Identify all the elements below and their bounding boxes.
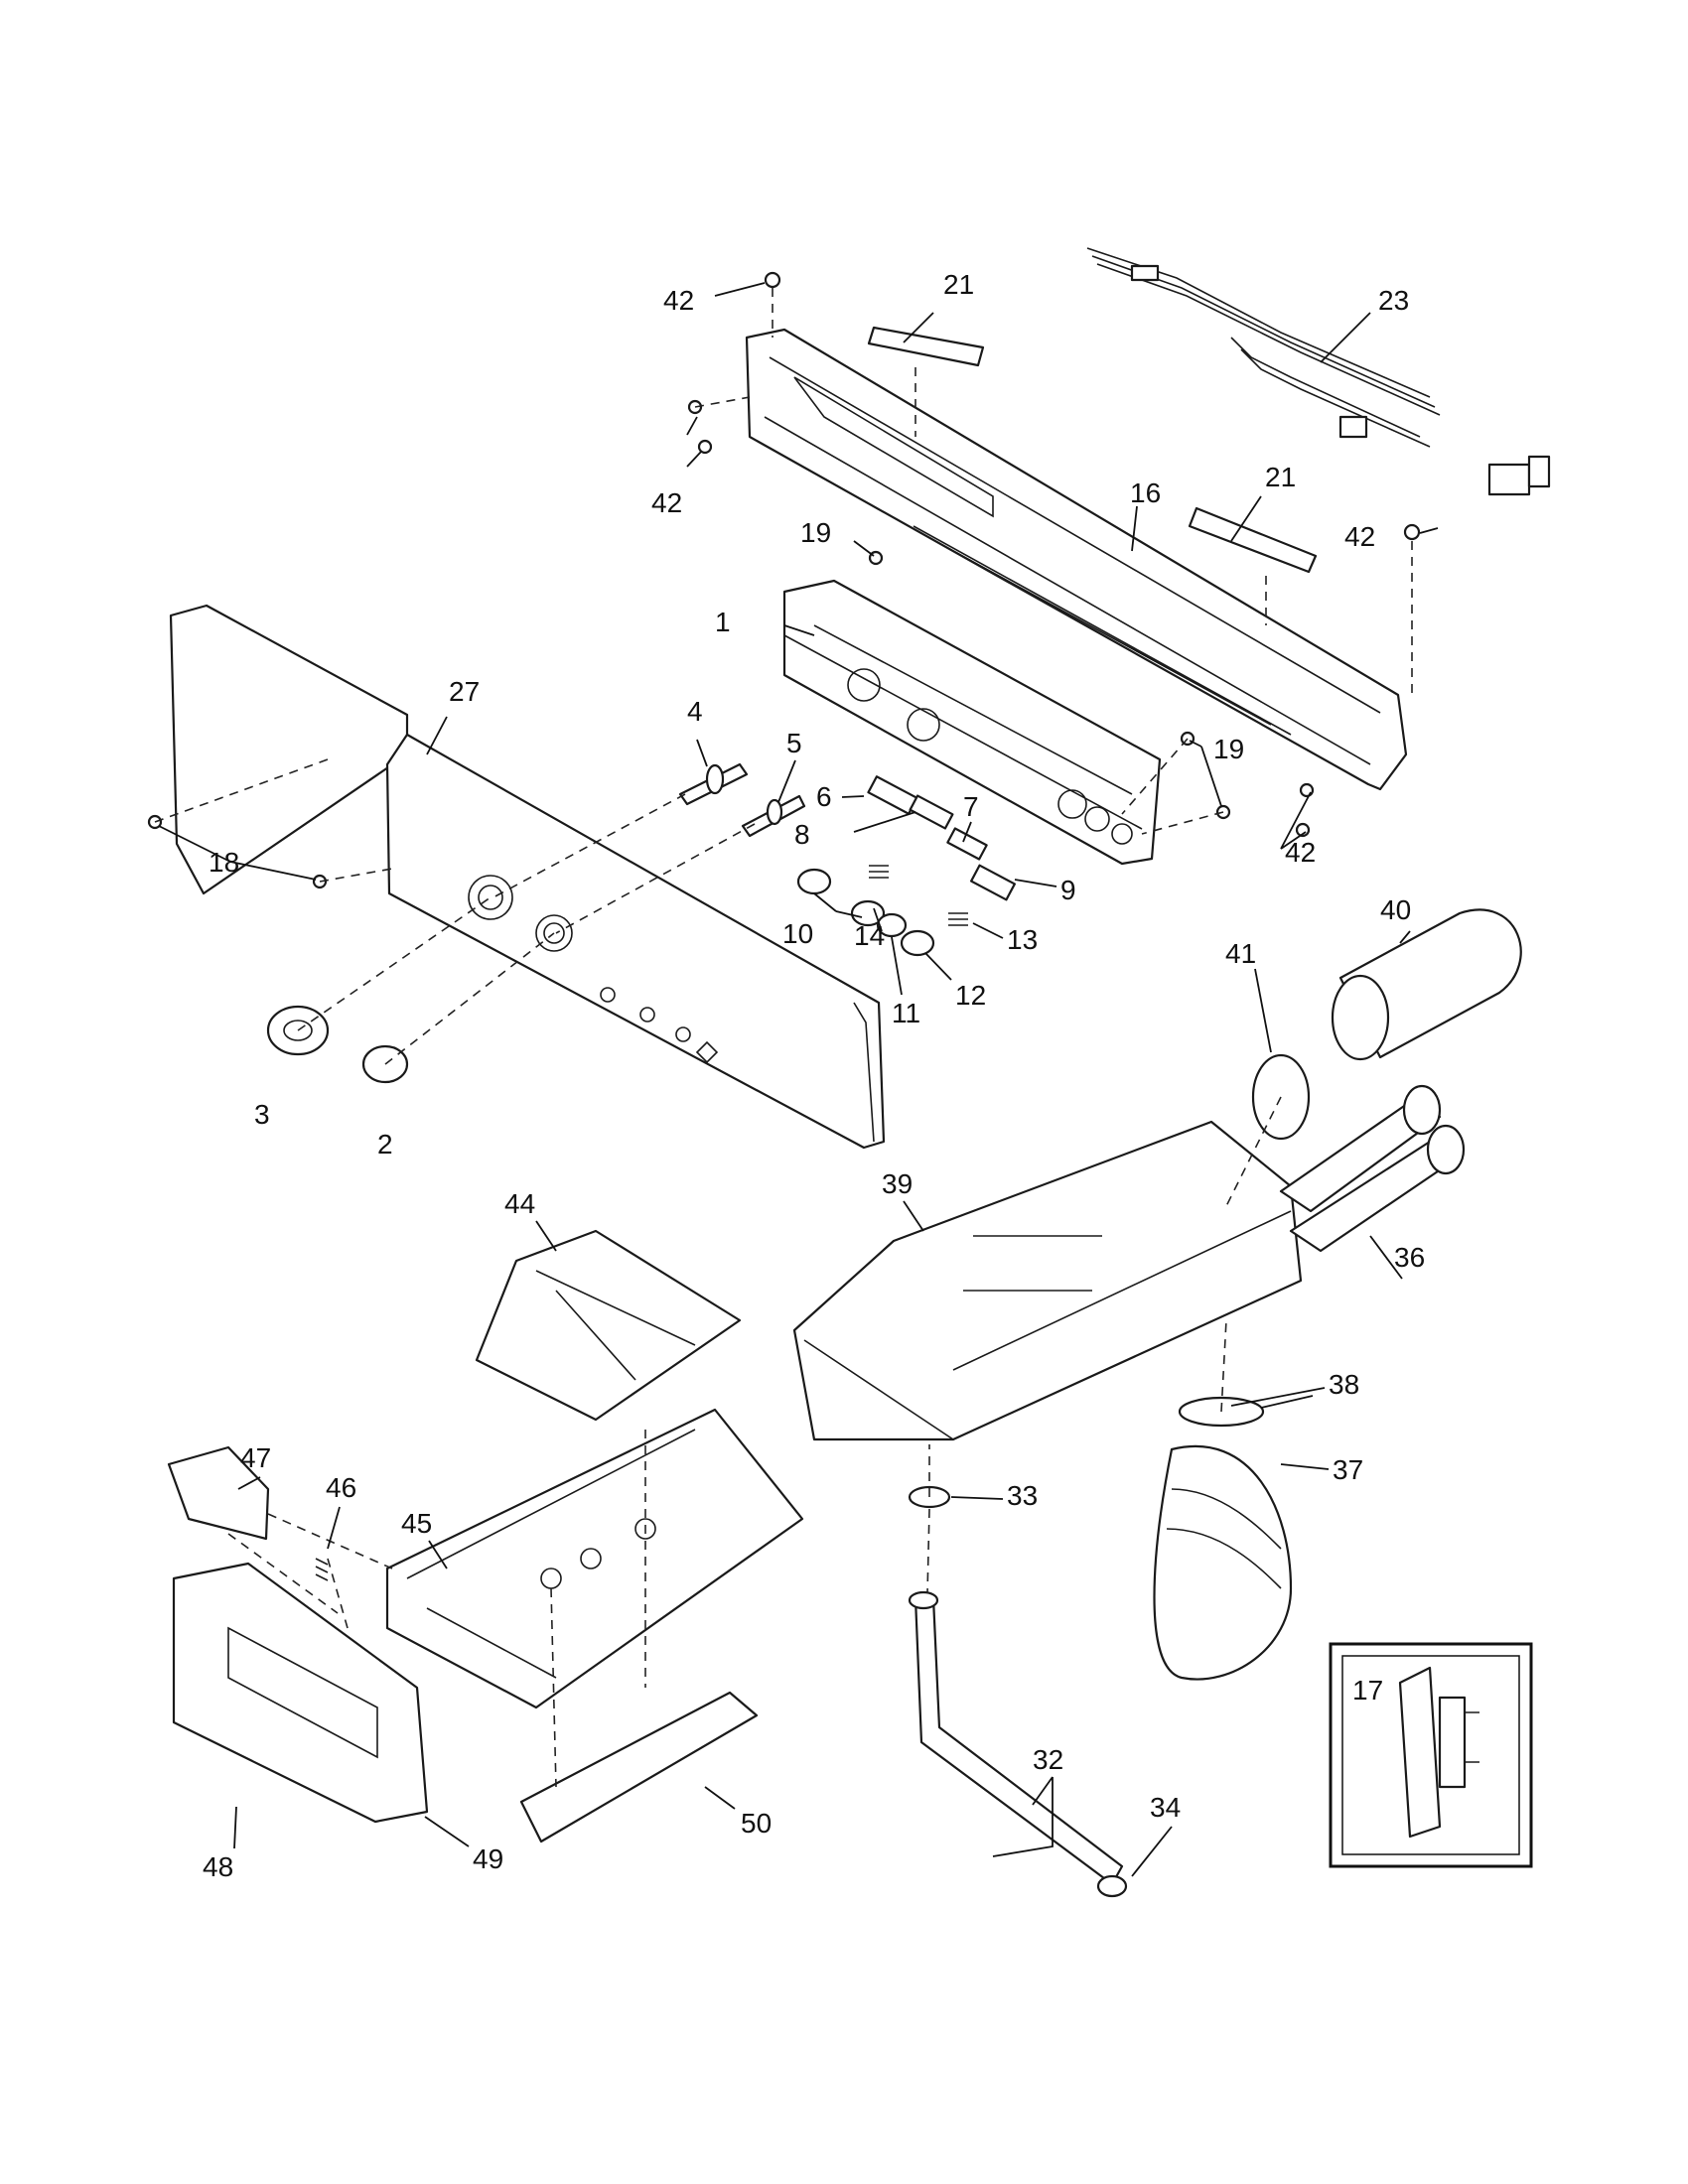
inset-panel-part-17 <box>1329 1642 1533 1868</box>
callout-44: 44 <box>504 1188 535 1219</box>
drawer-front-panel <box>172 1562 429 1824</box>
callout-5: 5 <box>786 728 802 758</box>
callout-6: 6 <box>816 781 832 812</box>
latch-assembly <box>167 1445 270 1541</box>
leader-lines <box>158 282 1439 1877</box>
callout-27: 27 <box>449 676 480 707</box>
callout-41: 41 <box>1225 938 1256 969</box>
callout-47: 47 <box>240 1442 271 1473</box>
callout-42-right: 42 <box>1344 521 1375 552</box>
callout-10: 10 <box>782 918 813 949</box>
control-board <box>782 579 1162 866</box>
callout-3: 3 <box>254 1099 270 1130</box>
knob-12 <box>900 929 935 957</box>
callout-36: 36 <box>1394 1242 1425 1273</box>
callout-19-top: 19 <box>800 517 831 548</box>
callout-46: 46 <box>326 1472 356 1503</box>
callout-labels: 42 42 42 42 21 21 23 16 19 19 1 27 4 5 6… <box>203 269 1425 1882</box>
callout-21-left: 21 <box>943 269 974 300</box>
spring-set-14 <box>869 865 889 879</box>
callout-16: 16 <box>1130 478 1161 508</box>
callout-13: 13 <box>1007 924 1038 955</box>
callout-50: 50 <box>741 1808 772 1839</box>
callout-48: 48 <box>203 1851 233 1882</box>
callout-40: 40 <box>1380 894 1411 925</box>
callout-14: 14 <box>854 920 885 951</box>
callout-8: 8 <box>794 819 810 850</box>
callout-49: 49 <box>473 1843 503 1874</box>
callout-1: 1 <box>715 607 731 637</box>
callout-21-right: 21 <box>1265 462 1296 492</box>
hose-clamp-34 <box>1096 1874 1128 1898</box>
callout-42-bottom: 42 <box>1285 837 1316 868</box>
callout-23: 23 <box>1378 285 1409 316</box>
bellow-hose <box>1153 1444 1293 1681</box>
screw-42a <box>764 271 781 289</box>
callout-42-left: 42 <box>651 487 682 518</box>
dispenser-housing <box>792 1120 1303 1441</box>
callout-19-right: 19 <box>1213 734 1244 764</box>
knob-shaft-5 <box>741 794 806 838</box>
button-array-9 <box>970 864 1016 901</box>
callout-39: 39 <box>882 1168 913 1199</box>
callout-18: 18 <box>209 847 239 878</box>
screw-42c <box>697 439 713 455</box>
console-panel <box>169 604 886 1150</box>
spring-set-13 <box>948 912 968 926</box>
panel-strip-21a <box>867 326 985 367</box>
callout-11: 11 <box>892 998 920 1028</box>
panel-strip-21b <box>1188 506 1318 574</box>
callout-34: 34 <box>1150 1792 1181 1823</box>
inlet-valve-assembly <box>1279 1084 1466 1253</box>
callout-42-top: 42 <box>663 285 694 316</box>
button-array-7 <box>946 827 988 861</box>
callout-45: 45 <box>401 1508 432 1539</box>
screw-42d <box>1403 523 1421 541</box>
dispenser-drawer <box>385 1408 804 1709</box>
callout-7: 7 <box>963 791 979 822</box>
callout-2: 2 <box>377 1129 393 1160</box>
spring-46 <box>315 1558 329 1581</box>
knob-shaft-4 <box>678 762 749 806</box>
callout-12: 12 <box>955 980 986 1011</box>
siphon-cover <box>519 1691 759 1843</box>
drain-hose <box>908 1590 1124 1886</box>
callout-17: 17 <box>1352 1675 1383 1706</box>
callout-38: 38 <box>1329 1369 1359 1400</box>
screw-42e <box>1299 782 1315 798</box>
wire-harness <box>1086 247 1551 496</box>
callout-33: 33 <box>1007 1480 1038 1511</box>
callout-32: 32 <box>1033 1744 1063 1775</box>
callout-4: 4 <box>687 696 703 727</box>
button-array-8 <box>909 794 954 830</box>
inlet-tube <box>1331 908 1522 1061</box>
knob-11 <box>876 912 908 938</box>
detergent-insert <box>475 1229 742 1422</box>
control-panel-bracket <box>745 328 1408 791</box>
callout-37: 37 <box>1333 1454 1363 1485</box>
callout-9: 9 <box>1060 875 1076 905</box>
